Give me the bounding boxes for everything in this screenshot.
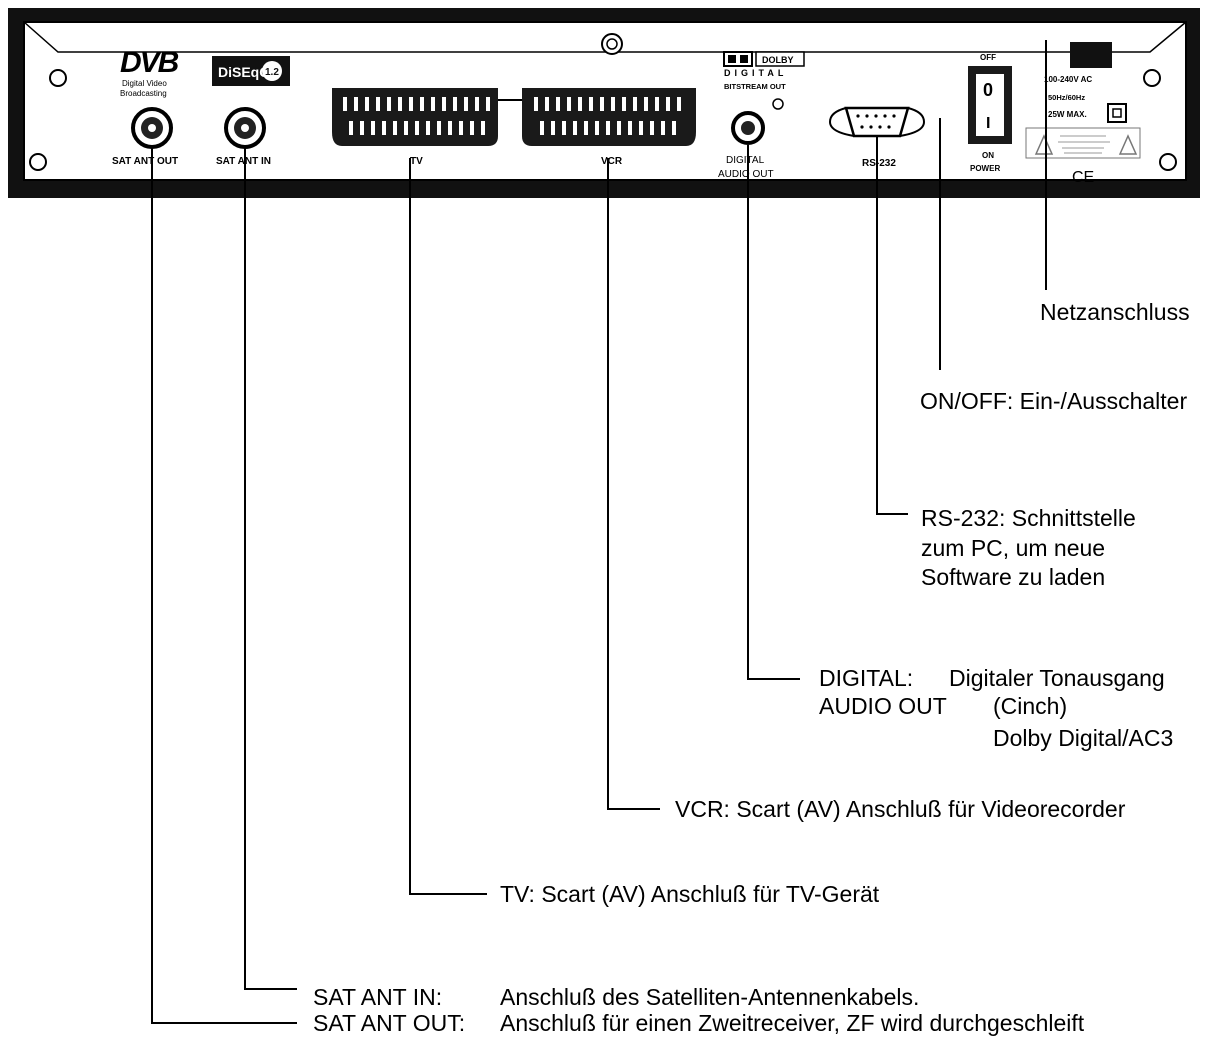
vcr-label: VCR: Scart (AV) Anschluß für Videorecord… [675, 796, 1126, 822]
mounting-hole-right-bottom [1159, 153, 1177, 171]
sat-ant-out-pin [148, 124, 156, 132]
dolby-digital: DIGITAL [724, 68, 787, 78]
mounting-hole-right-top [1143, 69, 1161, 87]
onoff-label: ON/OFF: Ein-/Ausschalter [920, 388, 1188, 414]
digital-audio-panel-label-2: AUDIO OUT [718, 169, 774, 180]
diseqc-version-badge [262, 61, 282, 81]
audio-out-label-value: (Cinch) [993, 693, 1068, 719]
leader-lines [151, 40, 1047, 1024]
rs232-flange [829, 107, 926, 137]
rs232-connector [844, 106, 910, 138]
sat-ant-in-label-key: SAT ANT IN: [313, 984, 443, 1010]
dvb-subtitle-1: Digital Video [122, 79, 167, 88]
tv-panel-label: TV [410, 156, 423, 167]
indicator-led [772, 98, 784, 110]
dolby-logo-mark-left [728, 55, 736, 63]
tv-label: TV: Scart (AV) Anschluß für TV-Gerät [500, 881, 880, 907]
power-label: POWER [970, 164, 1000, 173]
power-switch-off-mark: 0 [983, 80, 993, 100]
digital-audio-panel-label-1: DIGITAL [726, 155, 765, 166]
netzanschluss-label: Netzanschluss [1040, 299, 1190, 325]
dolby-label: Dolby Digital/AC3 [993, 725, 1174, 751]
tv-scart-pins [343, 97, 490, 135]
vcr-scart-pins [534, 97, 681, 135]
lightning-warning-icon [1118, 134, 1138, 155]
dolby-logo-box [755, 51, 805, 67]
power-spec-2: 50Hz/60Hz [1048, 93, 1085, 102]
rs232-pins [856, 114, 896, 129]
sat-ant-in-panel-label: SAT ANT IN [216, 156, 271, 167]
digital-label-key: DIGITAL: [819, 665, 914, 691]
audio-out-label-key: AUDIO OUT [819, 693, 947, 719]
digital-audio-out-pin [741, 121, 755, 135]
dvb-logo: DVB [120, 46, 179, 79]
diseqc-logo: DiSEqC [218, 64, 269, 80]
caution-text-lines [1058, 135, 1110, 154]
digital-label-value: Digitaler Tonausgang [949, 665, 1165, 691]
sat-ant-out-label-key: SAT ANT OUT: [313, 1010, 466, 1036]
vcr-scart-connector [522, 88, 696, 146]
tv-scart-connector [332, 88, 498, 146]
dolby-logo-mark-right [740, 55, 748, 63]
mounting-hole-left-top [49, 69, 67, 87]
ce-mark: CE [1072, 169, 1094, 186]
power-spec-1: 100-240V AC [1044, 75, 1092, 84]
sat-ant-out-label-value: Anschluß für einen Zweitreceiver, ZF wir… [500, 1010, 1085, 1036]
leader-digital [747, 145, 800, 680]
rs232-label-line3: Software zu laden [921, 564, 1106, 590]
mains-socket [1070, 42, 1112, 68]
vcr-panel-label: VCR [601, 156, 623, 167]
sat-ant-out-panel-label: SAT ANT OUT [112, 156, 178, 167]
double-insulation-icon-inner [1112, 108, 1122, 118]
sat-ant-in-pin [241, 124, 249, 132]
power-on-label: ON [982, 151, 994, 160]
power-spec-3: 25W MAX. [1048, 110, 1087, 119]
warning-triangle-icon [1034, 134, 1054, 155]
leader-tv [409, 158, 487, 895]
mounting-hole-top-inner [606, 38, 618, 50]
bitstream-out: BITSTREAM OUT [724, 82, 786, 91]
power-switch-on-mark: I [986, 115, 990, 132]
sat-ant-in-label-value: Anschluß des Satelliten-Antennenkabels. [500, 984, 920, 1010]
leader-rs232 [876, 136, 908, 515]
leader-sat-in [244, 147, 297, 990]
leader-sat-out [151, 147, 297, 1024]
mounting-hole-left-bottom [29, 153, 47, 171]
dvb-subtitle-2: Broadcasting [120, 89, 167, 98]
rs232-label-line1: RS-232: Schnittstelle [921, 505, 1136, 531]
power-switch-rocker [976, 74, 1004, 136]
dolby-logo: DOLBY [762, 55, 794, 65]
panel-bevel [23, 21, 1187, 53]
rs232-label-line2: zum PC, um neue [921, 535, 1106, 561]
leader-vcr [607, 158, 660, 810]
rs232-panel-label: RS-232 [862, 158, 896, 169]
power-off-label: OFF [980, 53, 996, 62]
diseqc-version: 1.2 [265, 67, 279, 78]
